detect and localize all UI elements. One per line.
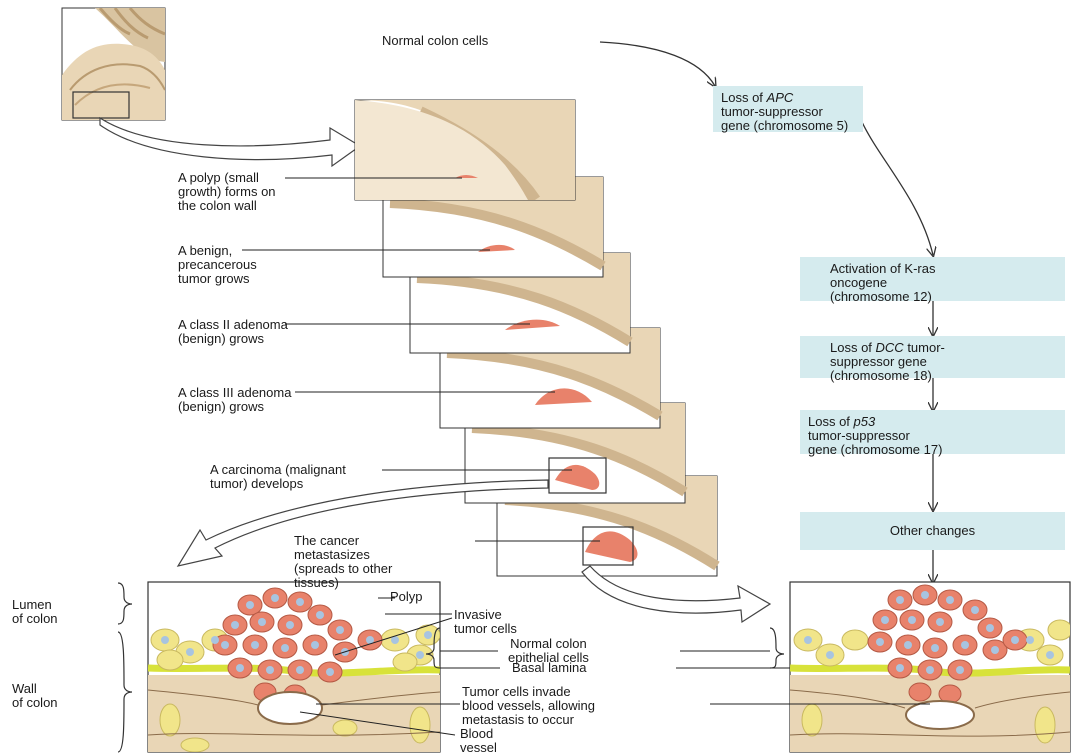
hollow-arrow-1: [100, 118, 360, 166]
step-other-changes: Other changes: [800, 512, 1065, 550]
step-loss-apc: Loss of APC tumor-suppressor gene (chrom…: [713, 86, 863, 132]
step-loss-dcc: Loss of DCC tumor- suppressor gene (chro…: [800, 336, 1065, 378]
stage-panel-1: [355, 100, 575, 200]
cross-section-right: [790, 582, 1072, 755]
step-loss-p53: Loss of p53 tumor-suppressor gene (chrom…: [800, 410, 1065, 454]
normal-cells-arrow: [600, 42, 715, 86]
polyp-label: Polyp: [390, 590, 423, 604]
colon-overview-inset: [62, 8, 165, 120]
class2-adenoma-label: A class II adenoma(benign) grows: [178, 318, 288, 346]
cross-section-left: [148, 582, 440, 755]
step-activation-kras: Activation of K-ras oncogene (chromosome…: [800, 257, 1065, 301]
basal-lamina-label: Basal lamina: [512, 661, 586, 675]
class3-adenoma-label: A class III adenoma(benign) grows: [178, 386, 291, 414]
normal-colon-cells-label: Normal colon cells: [382, 34, 488, 48]
